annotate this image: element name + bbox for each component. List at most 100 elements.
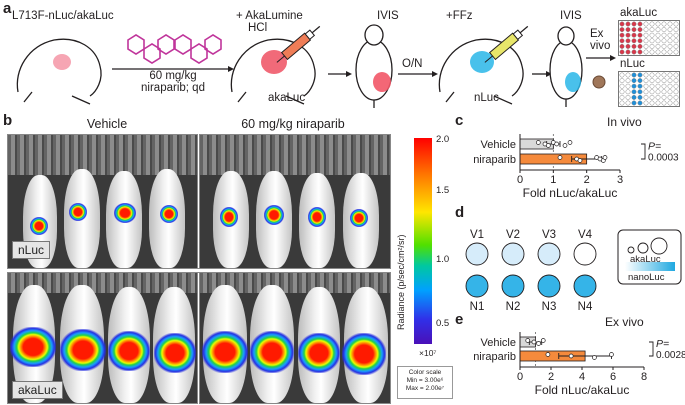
plate-nluc-icon (618, 71, 680, 107)
well-circle-niraparib (465, 274, 489, 298)
overnight-label: O/N (402, 58, 423, 70)
plate-well (643, 49, 649, 55)
legend-nanoluc-label: nanoLuc (628, 272, 665, 283)
plate-akaluc-icon (618, 20, 680, 56)
plate-well (625, 94, 631, 100)
panel-label-a: a (3, 0, 12, 17)
plate-well (655, 72, 661, 78)
plate-well (631, 27, 637, 33)
plate-well (649, 72, 655, 78)
plate-well (631, 83, 637, 89)
x-tick-label: 3 (617, 174, 623, 186)
ffz-label: +FFz (446, 10, 473, 22)
category-label: niraparib (473, 351, 516, 363)
plate-well (643, 38, 649, 44)
signal-spot (202, 331, 248, 373)
category-label: niraparib (473, 154, 516, 166)
plate-well (631, 38, 637, 44)
x-tick-label: 2 (548, 371, 554, 383)
colorbar-tick: 1.5 (436, 185, 450, 196)
plate-well (649, 43, 655, 49)
plate-well (661, 89, 667, 95)
well-label-top: V4 (578, 229, 593, 241)
plate-well (661, 94, 667, 100)
plate-well (619, 83, 625, 89)
data-point (525, 338, 531, 343)
akalumine-line-1: + AkaLumine (236, 10, 303, 22)
group2-title: 60 mg/kg niraparib (241, 117, 345, 131)
x-tick-label: 2 (584, 174, 590, 186)
plate-well (637, 38, 643, 44)
reporter2-label: nLuc (474, 92, 499, 104)
dose-line-1: 60 mg/kg (149, 70, 197, 82)
plate-well (631, 32, 637, 38)
plate-well (625, 72, 631, 78)
color-scale-box: Color scale Min = 3.00e⁶ Max = 2.00e⁷ (397, 366, 453, 399)
reporter1-label: akaLuc (268, 92, 306, 104)
x-tick-label: 0 (517, 174, 523, 186)
data-point (540, 338, 546, 343)
image-vehicle-akaluc: akaLuc (7, 272, 198, 404)
row-divider (7, 268, 389, 273)
plate-well (625, 32, 631, 38)
plate-well (649, 100, 655, 106)
akalumine-label: + AkaLumine HCl (236, 10, 303, 34)
plate-well (643, 32, 649, 38)
plate-well (619, 72, 625, 78)
plate-well (643, 72, 649, 78)
plate-well (661, 83, 667, 89)
workflow-diagram (16, 24, 616, 108)
plate-well (655, 78, 661, 84)
plate-well (655, 89, 661, 95)
panel-label-b: b (3, 112, 13, 129)
signal-spot (154, 333, 196, 373)
plate-well (619, 89, 625, 95)
data-point (567, 140, 573, 145)
signal-spot (220, 207, 238, 227)
data-point (536, 341, 541, 346)
plate-well (655, 27, 661, 33)
plate-well (637, 100, 643, 106)
plate-well (643, 100, 649, 106)
plate-well (643, 43, 649, 49)
plate-well (649, 27, 655, 33)
plate-well (667, 32, 673, 38)
colorbar (414, 138, 432, 344)
plate-well (643, 27, 649, 33)
signal-spot (350, 209, 368, 227)
colorbar-multiplier: ×10⁷ (419, 348, 437, 358)
signal-spot (264, 205, 284, 225)
plate-well (661, 43, 667, 49)
plate-well (667, 78, 673, 84)
plate-well (673, 89, 679, 95)
plate-well (667, 89, 673, 95)
plate-well (625, 43, 631, 49)
signal-spot (308, 207, 326, 227)
plate1-label: akaLuc (620, 7, 658, 19)
plate-well (637, 27, 643, 33)
p-value-label: P= (656, 338, 669, 350)
signal-spot (10, 327, 56, 367)
plate-well (667, 100, 673, 106)
plate-well (619, 49, 625, 55)
plate-well (637, 32, 643, 38)
plate-well (643, 78, 649, 84)
plate-well (625, 38, 631, 44)
plate-well (661, 78, 667, 84)
x-tick-label: 4 (579, 371, 585, 383)
plate-well (661, 100, 667, 106)
plate-well (649, 32, 655, 38)
data-point (557, 155, 563, 160)
plate-well (667, 94, 673, 100)
plate-well (661, 32, 667, 38)
plate-well (619, 43, 625, 49)
mouse-topview-2-icon (549, 26, 583, 107)
colorbar-tick: 0.5 (436, 318, 450, 329)
x-axis-label: Fold nLuc/akaLuc (523, 186, 618, 200)
plate-well (667, 43, 673, 49)
plate-well (625, 21, 631, 27)
well-circle-vehicle (573, 242, 597, 266)
plate-well (631, 100, 637, 106)
dose-line-2: niraparib; qd (141, 82, 205, 94)
